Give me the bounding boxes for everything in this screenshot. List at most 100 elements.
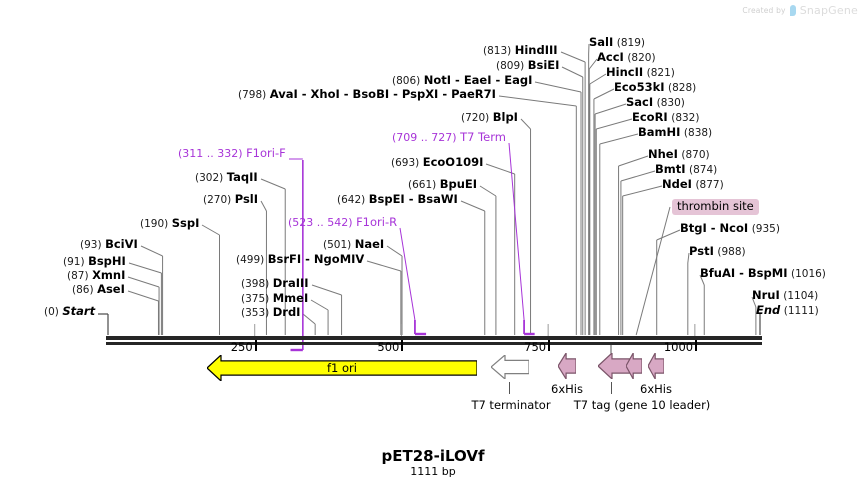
site-label-mmei[interactable]: (375) MmeI: [241, 292, 308, 306]
site-position: (819): [616, 37, 645, 49]
site-name: Start: [62, 304, 96, 318]
leader-line: [386, 245, 403, 257]
leader-line: [656, 229, 681, 241]
site-name: NruI: [752, 288, 780, 302]
site-label-hindiii[interactable]: (813) HindIII: [483, 44, 558, 58]
site-position: (91): [63, 256, 85, 268]
feature-arrow-shape: [648, 353, 664, 379]
leader-line: [260, 178, 286, 190]
site-label-bsphi[interactable]: (91) BspHI: [63, 255, 126, 269]
leader-line: [534, 81, 582, 93]
site-name: End: [756, 303, 781, 317]
site-label-psti[interactable]: PstI (988): [689, 245, 746, 259]
site-label-bpuei[interactable]: (661) BpuEI: [408, 178, 477, 192]
site-label-bspei[interactable]: (642) BspEI - BsaWI: [337, 193, 458, 207]
site-name: AccI: [597, 50, 624, 64]
plasmid-backbone-top: [106, 336, 762, 340]
site-position: (988): [717, 246, 746, 258]
site-label-bcivi[interactable]: (93) BciVI: [80, 238, 138, 252]
site-label-bsiei[interactable]: (809) BsiEI: [496, 59, 559, 73]
leader-line: [485, 163, 515, 175]
site-position: (1016): [790, 268, 826, 280]
site-label-noti[interactable]: (806) NotI - EaeI - EagI: [392, 74, 532, 88]
ruler-tick-mark: [254, 340, 257, 351]
primer-label-f1ori-r[interactable]: (523 .. 542) F1ori-R: [288, 215, 398, 230]
site-label-ecori[interactable]: EcoRI (832): [632, 111, 699, 125]
site-label-eco53ki[interactable]: Eco53kI (828): [614, 81, 696, 95]
site-label-blpi[interactable]: (720) BlpI: [461, 111, 518, 125]
site-label-start[interactable]: (0) Start: [44, 305, 95, 319]
leader-line: [498, 95, 577, 107]
site-label-ecoo109i[interactable]: (693) EcoO109I: [391, 156, 483, 170]
site-position: (375): [241, 293, 270, 305]
site-label-naei[interactable]: (501) NaeI: [323, 238, 384, 252]
site-label-acci[interactable]: AccI (820): [597, 51, 656, 65]
site-label-bsrfi[interactable]: (499) BsrFI - NgoMIV: [236, 253, 364, 267]
site-name: NotI - EaeI - EagI: [423, 73, 533, 87]
site-label-drdi[interactable]: (353) DrdI: [241, 306, 300, 320]
site-name: PslI: [234, 192, 259, 206]
feature-arrow-f1-ori[interactable]: [207, 355, 477, 381]
feature-label-t7-terminator: T7 terminator: [471, 398, 551, 412]
site-name: BsrFI - NgoMIV: [267, 252, 365, 266]
feature-label-t7-tag-gene-10-leader: T7 tag (gene 10 leader): [573, 398, 711, 412]
site-label-psli[interactable]: (270) PslI: [203, 193, 258, 207]
ruler-tick-mark: [694, 340, 697, 351]
leader-line: [622, 185, 663, 197]
site-label-sspi[interactable]: (190) SspI: [140, 217, 199, 231]
feature-arrow[interactable]: [626, 353, 642, 379]
site-position: (806): [392, 75, 421, 87]
site-label-nhei[interactable]: NheI (870): [648, 148, 710, 162]
primer-label-t7 term[interactable]: (709 .. 727) T7 Term: [392, 131, 506, 145]
leader-line: [479, 185, 497, 197]
site-position: (720): [461, 112, 490, 124]
site-label-bmti[interactable]: BmtI (874): [655, 163, 717, 177]
site-label-avai[interactable]: (798) AvaI - XhoI - BsoBI - PspXI - PaeR…: [238, 88, 496, 102]
ruler-tick-label: 750: [524, 340, 547, 354]
site-label-end[interactable]: End (1111): [756, 304, 819, 318]
ruler-tick-mark: [401, 340, 404, 351]
leader-line: [599, 133, 639, 145]
site-position: (813): [483, 45, 512, 57]
site-position: (821): [646, 67, 675, 79]
feature-arrow-6xhis[interactable]: [648, 353, 664, 379]
site-label-hincii[interactable]: HincII (821): [606, 66, 675, 80]
site-label-ndei[interactable]: NdeI (877): [662, 178, 724, 192]
site-position: (809): [496, 60, 525, 72]
feature-arrow-6xhis[interactable]: [558, 353, 576, 379]
feature-arrow-t7-terminator[interactable]: [491, 355, 529, 379]
primer-name: F1ori-R: [356, 215, 398, 229]
primer-name: F1ori-F: [246, 146, 286, 160]
site-name: EcoRI: [632, 110, 668, 124]
site-name: BlpI: [492, 110, 518, 124]
site-label-bamhi[interactable]: BamHI (838): [638, 126, 712, 140]
primer-label-f1ori-f[interactable]: (311 .. 332) F1ori-F: [178, 146, 286, 161]
site-label-sali[interactable]: SalI (819): [589, 36, 645, 50]
site-label-saci[interactable]: SacI (830): [626, 96, 685, 110]
site-name: HindIII: [514, 43, 558, 57]
site-name: AvaI - XhoI - BsoBI - PspXI - PaeR7I: [269, 87, 496, 101]
site-label-draiii[interactable]: (398) DraIII: [241, 277, 309, 291]
leader-line: [310, 299, 329, 311]
site-name: BfuAI - BspMI: [700, 266, 788, 280]
feature-label-6xhis: 6xHis: [551, 382, 583, 396]
site-label-xmni[interactable]: (87) XmnI: [67, 269, 125, 283]
site-position: (798): [238, 89, 267, 101]
site-name: BmtI: [655, 162, 686, 176]
leader-line: [520, 118, 531, 130]
site-label-btgi[interactable]: BtgI - NcoI (935): [680, 222, 780, 236]
feature-arrow-shape: [558, 353, 576, 379]
site-position: (820): [627, 52, 656, 64]
site-label-taqii[interactable]: (302) TaqII: [195, 171, 258, 185]
feature-chip-thrombin-site[interactable]: thrombin site: [672, 199, 759, 215]
site-name: BtgI - NcoI: [680, 221, 749, 235]
site-label-bfuai[interactable]: BfuAI - BspMI (1016): [700, 267, 826, 281]
ruler-tick-label: 1000: [663, 340, 694, 354]
leader-line: [399, 227, 416, 321]
site-name: NheI: [648, 147, 678, 161]
site-name: NaeI: [354, 237, 385, 251]
site-label-asei[interactable]: (86) AseI: [72, 283, 125, 297]
site-name: NdeI: [662, 177, 692, 191]
site-position: (877): [695, 179, 724, 191]
site-label-nrui[interactable]: NruI (1104): [752, 289, 818, 303]
